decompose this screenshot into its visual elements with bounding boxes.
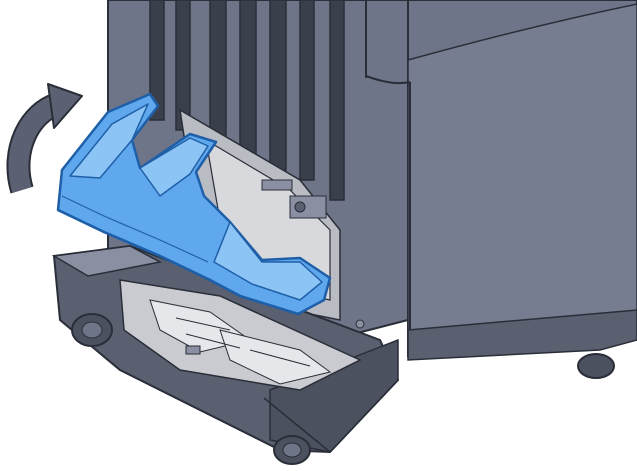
curved-arrow-up-icon bbox=[6, 83, 83, 194]
caster-right bbox=[577, 353, 615, 379]
staple-unit bbox=[119, 279, 362, 391]
finisher-tray bbox=[56, 92, 332, 316]
casters bbox=[71, 313, 615, 465]
screw bbox=[355, 319, 365, 329]
paper-slots bbox=[149, 0, 345, 201]
